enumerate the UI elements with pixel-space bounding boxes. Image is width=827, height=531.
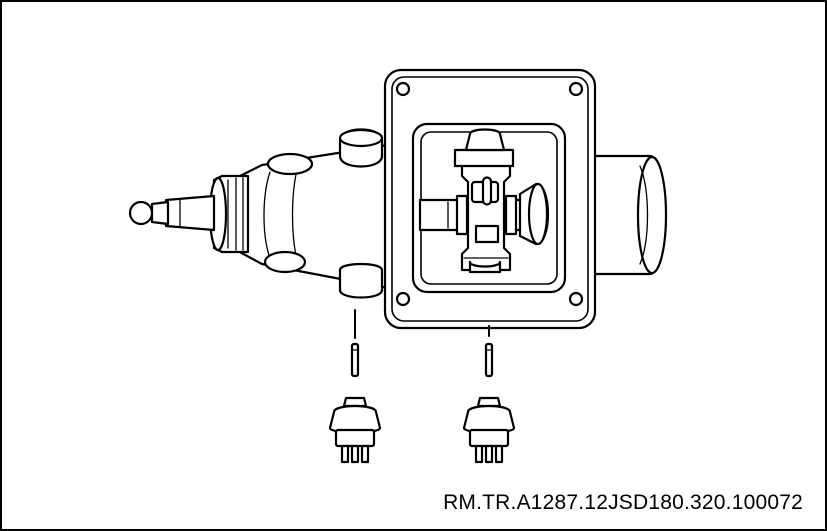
output-tube [590, 154, 668, 276]
reference-code: RM.TR.A1287.12JSD180.320.100072 [443, 491, 803, 514]
output-shaft [128, 194, 216, 232]
leader-lines [354, 309, 490, 339]
front-flange [208, 174, 250, 254]
bolt-top-left [395, 81, 411, 97]
switch-left [328, 396, 382, 464]
switch-right [462, 396, 516, 464]
nose-housing [234, 128, 390, 299]
bolt-bottom-right [568, 291, 584, 307]
bolt-top-right [568, 81, 584, 97]
switch-pin-left [350, 342, 360, 378]
shift-rail-assembly [418, 128, 550, 274]
switch-pin-right [484, 342, 494, 378]
bolt-bottom-left [395, 291, 411, 307]
